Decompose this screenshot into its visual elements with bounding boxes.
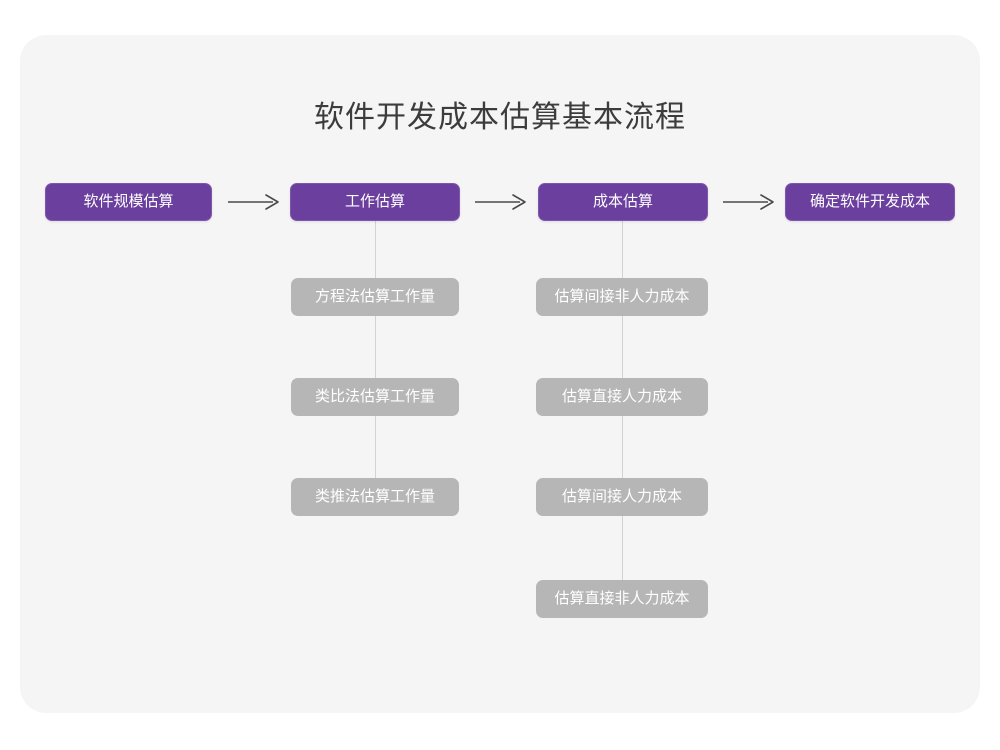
branch-node-branch-work-estimation-3[interactable]: 类推法估算工作量: [291, 478, 459, 516]
connector-line-branch-work-estimation: [375, 221, 376, 499]
branch-node-branch-cost-estimation-2[interactable]: 估算直接人力成本: [536, 378, 708, 416]
diagram-card: [20, 35, 980, 713]
flow-step-3[interactable]: 成本估算: [538, 183, 708, 221]
flow-step-1[interactable]: 软件规模估算: [45, 183, 212, 221]
flow-arrow-right-2: [473, 190, 529, 214]
branch-node-branch-work-estimation-2[interactable]: 类比法估算工作量: [291, 378, 459, 416]
branch-node-branch-cost-estimation-3[interactable]: 估算间接人力成本: [536, 478, 708, 516]
branch-node-branch-cost-estimation-1[interactable]: 估算间接非人力成本: [536, 278, 708, 316]
flow-arrow-right-3: [721, 190, 777, 214]
branch-node-branch-work-estimation-1[interactable]: 方程法估算工作量: [291, 278, 459, 316]
branch-node-branch-cost-estimation-4[interactable]: 估算直接非人力成本: [536, 580, 708, 618]
flow-arrow-right-1: [226, 190, 282, 214]
flow-step-2[interactable]: 工作估算: [290, 183, 460, 221]
page-title: 软件开发成本估算基本流程: [314, 101, 686, 134]
flow-step-4[interactable]: 确定软件开发成本: [785, 183, 955, 221]
